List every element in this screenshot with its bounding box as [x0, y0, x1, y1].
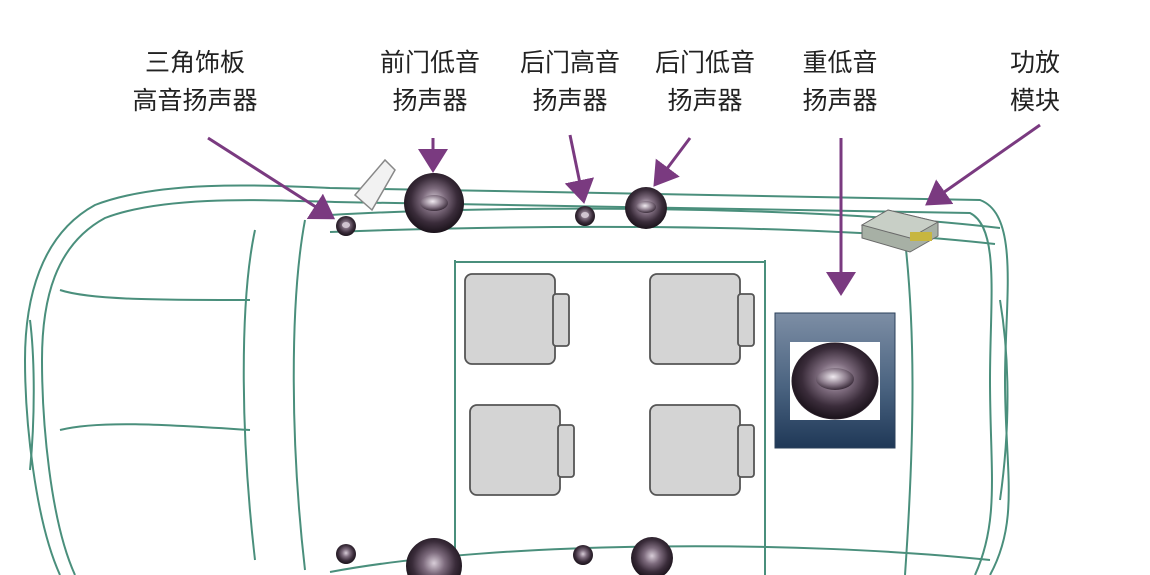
label-line: 扬声器 [532, 86, 608, 115]
label-line: 扬声器 [802, 86, 878, 115]
arrow-rear-door-woofer [653, 137, 692, 187]
label-line: 扬声器 [392, 86, 468, 115]
label-line: 前门低音 [379, 48, 480, 77]
speaker-rear-door-tweeter [575, 206, 595, 226]
label-line: 三角饰板 [144, 48, 245, 77]
label-front-door-woofer: 前门低音 扬声器 [355, 44, 505, 120]
label-amplifier: 功放 模块 [975, 44, 1095, 120]
label-triangle-tweeter: 三角饰板 高音扬声器 [110, 44, 280, 120]
label-line: 重低音 [802, 48, 878, 77]
speaker-triangle-tweeter [336, 216, 356, 236]
subwoofer-panel [774, 312, 896, 449]
seat-rear-right [649, 404, 755, 496]
arrow-amplifier [925, 123, 1041, 206]
arrow-rear-door-tweeter [564, 134, 595, 204]
label-line: 模块 [1009, 86, 1060, 115]
label-rear-door-woofer: 后门低音 扬声器 [630, 44, 780, 120]
speaker-triangle-tweeter-right [336, 544, 356, 564]
speaker-rear-door-woofer [625, 187, 667, 229]
seat-rear-left [649, 273, 755, 365]
label-line: 后门低音 [654, 48, 755, 77]
label-subwoofer: 重低音 扬声器 [765, 44, 915, 120]
label-line: 后门高音 [519, 48, 620, 77]
seat-front-left [464, 273, 570, 365]
label-rear-door-tweeter: 后门高音 扬声器 [495, 44, 645, 120]
seat-front-right [469, 404, 575, 496]
side-mirror [353, 158, 396, 212]
speaker-rear-door-tweeter-right [573, 545, 593, 565]
amplifier-module [860, 209, 940, 253]
label-line: 高音扬声器 [132, 86, 258, 115]
speaker-front-door-woofer-right [406, 538, 462, 575]
speaker-front-door-woofer [404, 173, 464, 233]
label-line: 功放 [1009, 48, 1060, 77]
speaker-rear-door-woofer-right [631, 537, 673, 575]
label-line: 扬声器 [667, 86, 743, 115]
arrow-triangle-tweeter [207, 136, 336, 220]
